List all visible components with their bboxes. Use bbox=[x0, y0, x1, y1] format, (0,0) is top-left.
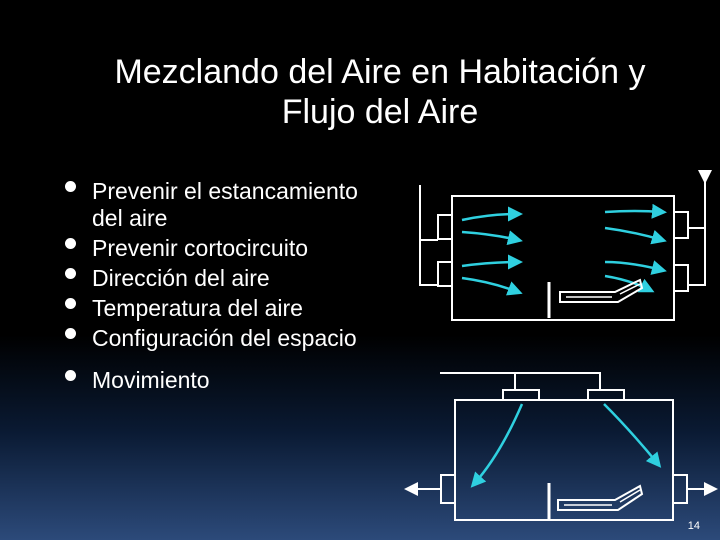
bullet-list: Prevenir el estancamiento del aire Preve… bbox=[60, 178, 390, 397]
title-line-2: Flujo del Aire bbox=[281, 93, 479, 131]
page-number: 14 bbox=[687, 520, 700, 532]
title-line-1: Mezclando del Aire en Habitación y bbox=[114, 53, 646, 91]
bullet-dot-icon bbox=[65, 238, 76, 249]
bullet-dot-icon bbox=[65, 181, 76, 192]
bullet-item: Prevenir cortocircuito bbox=[60, 235, 390, 262]
slide-title: Mezclando del Aire en Habitación y Flujo… bbox=[60, 52, 700, 132]
bullet-item: Configuración del espacio bbox=[60, 325, 390, 352]
bullet-item: Prevenir el estancamiento del aire bbox=[60, 178, 390, 232]
bullet-dot-icon bbox=[65, 370, 76, 381]
bullet-dot-icon bbox=[65, 268, 76, 279]
bottom-room bbox=[404, 372, 718, 521]
top-room bbox=[419, 170, 712, 321]
bullet-dot-icon bbox=[65, 298, 76, 309]
bullet-item: Movimiento bbox=[60, 367, 390, 394]
bullet-item: Dirección del aire bbox=[60, 265, 390, 292]
airflow-diagram bbox=[404, 170, 718, 521]
bullet-dot-icon bbox=[65, 328, 76, 339]
bullet-item: Temperatura del aire bbox=[60, 295, 390, 322]
